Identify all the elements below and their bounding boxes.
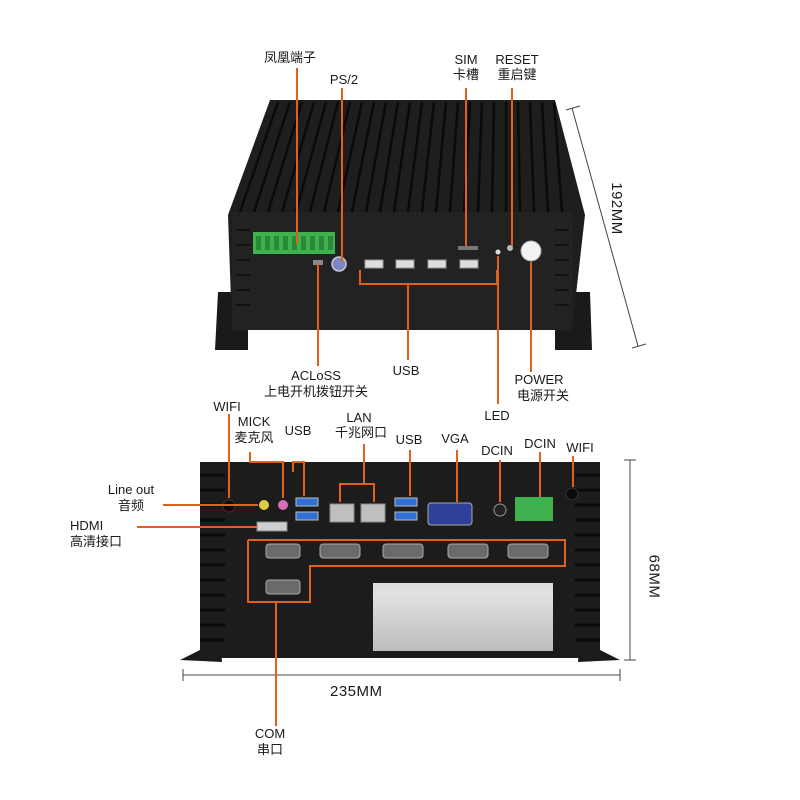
rear-usb-ports	[364, 259, 479, 269]
mick-label-en: MICK	[237, 414, 271, 429]
hdmi-label-en: HDMI	[70, 518, 104, 533]
vga-label: VGA	[441, 431, 469, 446]
sim-slot	[458, 246, 478, 250]
rear-fins	[238, 101, 564, 213]
usb-front-left-label: USB	[284, 423, 312, 438]
wifi-right-label: WIFI	[566, 440, 594, 455]
acloss-label-en: ACLoSS	[291, 368, 341, 383]
power-label-cn: 电源开关	[516, 388, 570, 403]
acloss-label-cn: 上电开机拨钮开关	[263, 384, 369, 399]
ps2-label: PS/2	[329, 72, 359, 87]
vga-port	[427, 502, 473, 526]
hdmi-port	[256, 521, 288, 532]
usb-port-front-2	[295, 511, 319, 521]
rear-unit	[215, 100, 592, 350]
lineout-label-en: Line out	[107, 482, 155, 497]
depth-dimension-label: 192MM	[607, 182, 625, 235]
mick-label-cn: 麦克风	[234, 430, 274, 445]
dcin-jack	[493, 503, 507, 517]
lineout-jack	[259, 500, 269, 510]
usb-front-right-label: USB	[395, 432, 423, 447]
reset-button	[507, 245, 513, 251]
leader-lines	[137, 68, 574, 726]
ps2-port	[331, 256, 347, 272]
front-unit	[180, 462, 620, 662]
rear-usb-label: USB	[392, 363, 420, 378]
dcin-jack-label: DCIN	[481, 443, 513, 458]
dcin-terminal-label: DCIN	[524, 436, 556, 451]
sim-label-cn: 卡槽	[452, 67, 480, 82]
height-dimension-label: 68MM	[645, 554, 663, 599]
lan-port-1	[329, 503, 355, 523]
led-indicator	[495, 249, 501, 255]
rear-face	[232, 212, 572, 330]
usb-port-front-4	[394, 511, 418, 521]
wifi-left-label: WIFI	[213, 399, 241, 414]
usb-port-front-1	[295, 497, 319, 507]
com-label-en: COM	[254, 726, 286, 741]
front-dimensions	[182, 459, 636, 681]
hdmi-label-cn: 高清接口	[70, 534, 123, 549]
expansion-slot	[373, 583, 553, 651]
led-label: LED	[484, 408, 510, 423]
power-button	[520, 240, 542, 262]
lan-label-cn: 千兆网口	[334, 425, 388, 440]
mic-jack	[278, 500, 288, 510]
lan-label-en: LAN	[346, 410, 372, 425]
reset-label-cn: 重启键	[497, 67, 537, 82]
dcin-terminal	[515, 497, 553, 521]
wifi-antenna-right	[565, 487, 579, 501]
com-label-cn: 串口	[256, 742, 284, 757]
power-label-en: POWER	[514, 372, 564, 387]
phoenix-terminal-label: 凤凰端子	[263, 50, 317, 65]
usb-port-front-3	[394, 497, 418, 507]
lineout-label-cn: 音频	[117, 498, 145, 513]
lan-port-2	[360, 503, 386, 523]
width-dimension-label: 235MM	[330, 683, 383, 700]
reset-label-en: RESET	[495, 52, 539, 67]
com-ports	[265, 543, 549, 595]
sim-label-en: SIM	[454, 52, 478, 67]
acloss-switch	[313, 260, 323, 265]
depth-dimension	[565, 105, 647, 349]
